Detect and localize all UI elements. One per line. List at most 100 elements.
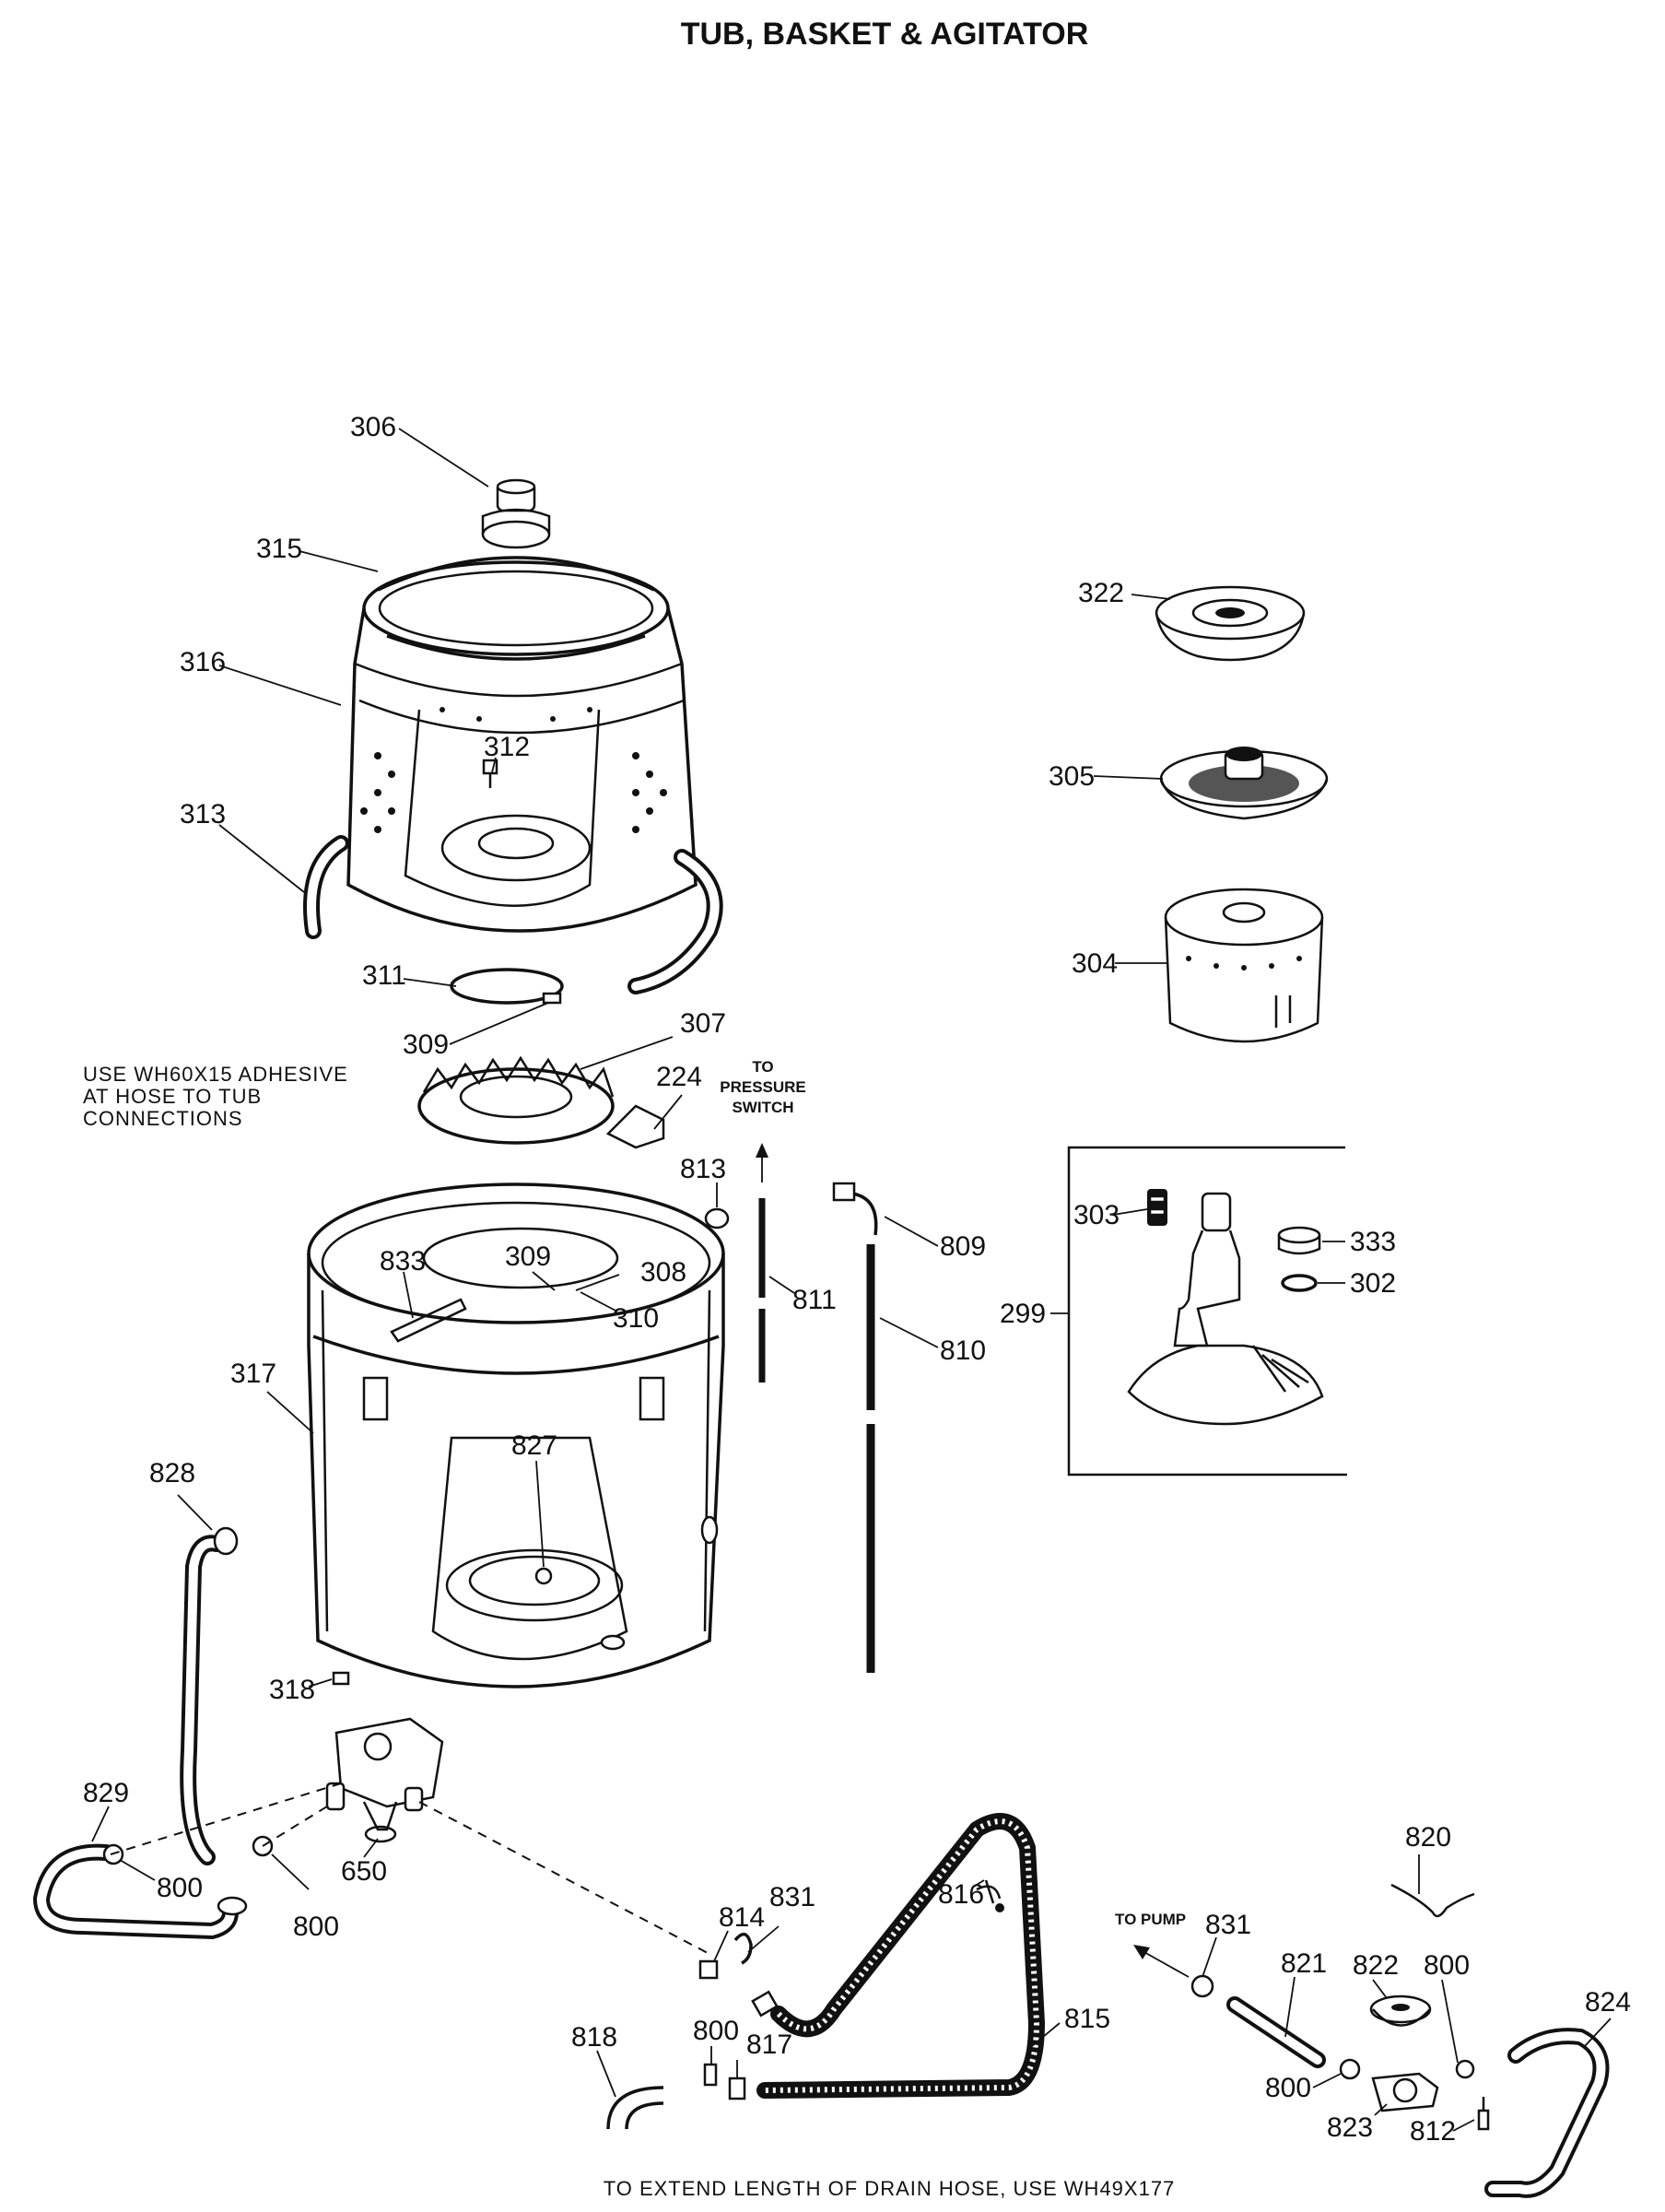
part-label: 311 [362, 960, 406, 991]
svg-text:USE WH60X15 ADHESIVE: USE WH60X15 ADHESIVE [83, 1063, 348, 1086]
part-label: 303 [1073, 1200, 1120, 1230]
svg-text:PRESSURE: PRESSURE [720, 1078, 806, 1096]
part-label: 831 [769, 1882, 815, 1912]
part-833-brace [390, 1298, 467, 1343]
part-label: 818 [571, 2022, 617, 2053]
part-811-tube [756, 1143, 768, 1382]
part-800-clamp [1339, 2058, 1361, 2080]
part-label: 820 [1405, 1822, 1451, 1853]
part-label: 306 [350, 412, 396, 442]
part-823-valve [1371, 2072, 1439, 2112]
part-831-clamp [733, 1932, 753, 1965]
part-309-clamp-upper [542, 992, 562, 1005]
part-821-hose [1226, 1996, 1326, 2068]
part-822-cap [1369, 1994, 1432, 2027]
part-label: 299 [1000, 1299, 1046, 1329]
part-label: 800 [693, 2016, 739, 2046]
part-label: 318 [269, 1675, 315, 1705]
part-label: 821 [1281, 1948, 1327, 1979]
part-label: 828 [149, 1458, 195, 1488]
part-label: 308 [640, 1257, 686, 1288]
part-316-basket [346, 560, 698, 933]
part-650-pump [325, 1717, 444, 1843]
part-815-drain-hose [756, 1813, 1046, 2099]
svg-text:TO: TO [752, 1058, 773, 1076]
part-label: 800 [1265, 2073, 1311, 2103]
part-820-spring [1390, 1883, 1475, 1918]
part-800-clamp [1455, 2059, 1475, 2079]
part-label: 322 [1078, 578, 1124, 608]
part-label: 823 [1327, 2112, 1373, 2143]
part-label: 650 [341, 1856, 387, 1887]
svg-text:AT HOSE TO TUB: AT HOSE TO TUB [83, 1085, 262, 1108]
part-831-clamp-right [1133, 1945, 1214, 1998]
part-label: 800 [157, 1873, 203, 1903]
part-812-plug [1477, 2097, 1490, 2131]
part-label: 810 [940, 1335, 986, 1366]
part-824-hose [1484, 2028, 1610, 2198]
part-224-bracket [605, 1104, 665, 1149]
leader-lines [91, 428, 1612, 2132]
part-label: 302 [1350, 1268, 1396, 1299]
part-label: 800 [1424, 1950, 1470, 1981]
part-label: 317 [230, 1359, 276, 1389]
to-pump-note: TO PUMP [1115, 1911, 1186, 1928]
part-label: 310 [613, 1303, 659, 1334]
part-label: 315 [256, 534, 302, 564]
connection-line [262, 1806, 328, 1847]
part-307-seal [417, 1055, 615, 1145]
page-title: TUB, BASKET & AGITATOR [681, 17, 1089, 52]
part-299-agitator-box [1067, 1146, 1347, 1477]
part-label: 811 [792, 1285, 837, 1315]
part-label: 816 [938, 1879, 984, 1910]
part-315-balance-ring [377, 556, 655, 661]
part-labels: 306 315 316 312 313 311 309 307 224 813 … [83, 412, 1631, 2147]
part-299-agitator [1127, 1192, 1324, 1426]
part-label: 305 [1049, 761, 1095, 792]
part-label: 827 [511, 1430, 557, 1461]
part-label: 813 [680, 1154, 726, 1184]
part-label: 833 [380, 1246, 426, 1277]
part-800-fitting [703, 2063, 718, 2087]
part-label: 822 [1353, 1950, 1399, 1981]
part-815-connector [751, 1990, 779, 2018]
part-label: 333 [1350, 1227, 1396, 1257]
part-829-hose [32, 1843, 248, 1940]
part-label: 809 [940, 1231, 986, 1262]
part-817-coupling [728, 2077, 746, 2100]
connection-line [110, 1783, 342, 1855]
part-label: 304 [1072, 948, 1118, 979]
part-label: 309 [403, 1030, 449, 1060]
part-label: 817 [746, 2030, 792, 2060]
part-label: 812 [1410, 2116, 1456, 2147]
part-label: 831 [1205, 1910, 1251, 1940]
part-333-cap [1277, 1226, 1321, 1255]
part-304-agitator-top [1164, 888, 1324, 1043]
part-label: 829 [83, 1778, 129, 1808]
part-label: 800 [293, 1912, 339, 1942]
part-305-filter [1159, 747, 1329, 820]
part-label: 313 [180, 799, 226, 830]
part-318-clip [332, 1671, 350, 1686]
part-308-clamp [422, 1227, 619, 1289]
part-816-clip [976, 1879, 1004, 1912]
pressure-switch-note: TO PRESSURE SWITCH [720, 1058, 806, 1116]
adhesive-note: USE WH60X15 ADHESIVE AT HOSE TO TUB CONN… [83, 1063, 348, 1130]
part-label: 814 [719, 1902, 765, 1933]
part-306-agitator-cap [481, 478, 551, 549]
part-label: 307 [680, 1008, 726, 1039]
part-label: 815 [1064, 2004, 1110, 2034]
part-label: 316 [180, 647, 226, 677]
connection-line [418, 1801, 710, 1955]
part-label: 824 [1585, 1987, 1631, 2018]
svg-text:SWITCH: SWITCH [732, 1099, 793, 1116]
part-317-outer-tub [307, 1182, 725, 1688]
part-814-clip [698, 1959, 719, 1980]
part-303-dog [1147, 1189, 1167, 1226]
part-label: 312 [484, 732, 530, 762]
part-809-elbow [832, 1182, 878, 1236]
part-label: 224 [656, 1062, 702, 1092]
part-828-hose [180, 1526, 239, 1865]
